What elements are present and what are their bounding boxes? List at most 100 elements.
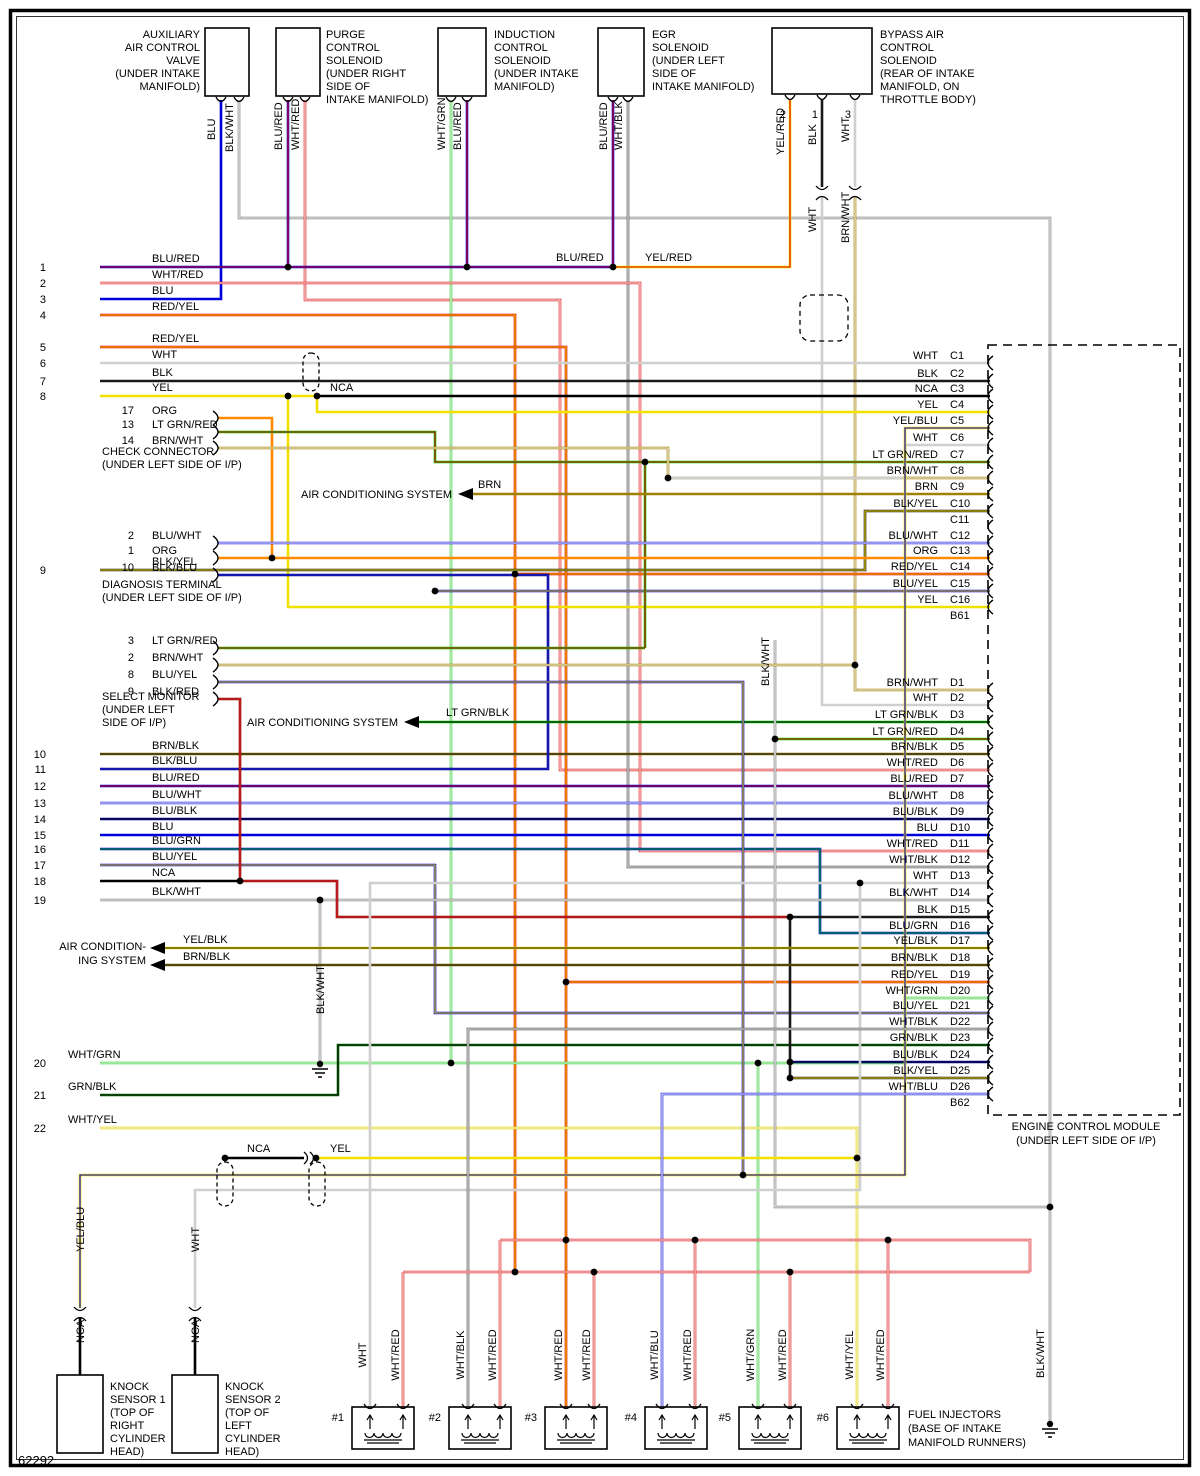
row-number-12: 12: [34, 781, 46, 793]
row-number-21: 21: [34, 1090, 46, 1102]
row-label-16: BLU/GRN: [152, 835, 201, 847]
select-monitor-pin-bracket: [212, 657, 219, 673]
egr-solenoid-box: [597, 27, 645, 97]
ecm-pin-id-C12: C12: [950, 530, 970, 542]
wire-stripe-select9-blkred-d15: [218, 698, 790, 918]
ecm-pin-id-C14: C14: [950, 561, 970, 573]
ecm-pin-arc-C5: [987, 420, 994, 436]
row-label-10: BRN/BLK: [152, 740, 200, 752]
egr-solenoid-label: EGR: [652, 29, 676, 41]
ecm-pin-arc-C11: [987, 519, 994, 535]
component-terminal-arc-0: [215, 96, 227, 103]
injector-terminal-arc: [881, 1403, 895, 1410]
arrow-icon-0: [458, 488, 473, 500]
induction-control-solenoid-label: SOLENOID: [494, 55, 551, 67]
inline-connector-arc-a-1: [848, 185, 862, 191]
ecm-pin-id-D1: D1: [950, 677, 964, 689]
wire-stripe-aux-blkwht-ground: [238, 100, 1051, 1424]
ecm-pin-arc-D4: [987, 731, 994, 747]
check-connector-pin-bracket: [212, 410, 219, 426]
ecm-pin-id-D23: D23: [950, 1032, 970, 1044]
ecm-pin-arc-D21: [987, 1005, 994, 1021]
component-terminal-arc-3: [299, 96, 311, 103]
ecm-pin-id-C1: C1: [950, 350, 964, 362]
purge-control-solenoid-label: PURGE: [326, 29, 365, 41]
ecm-pin-arc-D14: [987, 892, 994, 908]
float-label-22: BLU/RED: [598, 102, 610, 150]
injector-arrow: [691, 1413, 699, 1429]
ecm-pin-color-D10: BLU: [917, 822, 938, 834]
injector-arrow: [853, 1413, 861, 1429]
ecm-pin-id-C3: C3: [950, 383, 964, 395]
injector-wire-label: WHT/GRN: [745, 1329, 757, 1382]
float-label-30: BLK/WHT: [315, 965, 327, 1014]
ecm-pin-id-D18: D18: [950, 952, 970, 964]
ecm-pin-arc-D1: [987, 682, 994, 698]
select-monitor-pin-number: 3: [128, 635, 134, 647]
injector-terminal-arc: [461, 1403, 475, 1410]
injector-wire-label: WHT: [357, 1342, 369, 1367]
ecm-pin-arc-C1: [987, 355, 994, 371]
egr-solenoid-label: SOLENOID: [652, 42, 709, 54]
ecm-pin-color-C5: YEL/BLU: [893, 415, 938, 427]
junction-dot-14: [786, 1074, 794, 1082]
ecm-pin-arc-C9: [987, 486, 994, 502]
row-label-4: RED/YEL: [152, 301, 199, 313]
wire-d13-wht-inj1: [368, 881, 990, 1407]
component-terminal-arc-6: [607, 96, 619, 103]
select-monitor-pin-number: 2: [128, 652, 134, 664]
row-number-9: 9: [40, 565, 46, 577]
ecm-pin-color-D4: LT GRN/RED: [872, 726, 938, 738]
auxiliary-air-control-valve-box: [204, 27, 250, 97]
ecm-pin-id-D12: D12: [950, 854, 970, 866]
junction-dot-0: [284, 263, 292, 271]
ecm-pin-color-D22: WHT/BLK: [889, 1016, 939, 1028]
wire-ks2-wht: [193, 883, 862, 1308]
row-number-7: 7: [40, 376, 46, 388]
ecm-pin-color-D18: BRN/BLK: [891, 952, 939, 964]
knock-sensor-1-label: SENSOR 1: [110, 1394, 166, 1406]
row-label-20: WHT/GRN: [68, 1049, 121, 1061]
nca-yel-connector: [303, 1151, 315, 1165]
ecm-pin-arc-D18: [987, 957, 994, 973]
injector-terminal-arc: [850, 1403, 864, 1410]
ecm-pin-color-D2: WHT: [913, 692, 938, 704]
ecm-pin-arc-C14: [987, 566, 994, 582]
ecm-pin-id-C10: C10: [950, 498, 970, 510]
row-number-13: 13: [34, 798, 46, 810]
ecm-pin-color-D19: RED/YEL: [891, 969, 938, 981]
ecm-pin-color-C14: RED/YEL: [891, 561, 938, 573]
ecm-pin-arc-C8: [987, 470, 994, 486]
row-number-22: 22: [34, 1123, 46, 1135]
injector-wire-label: WHT/RED: [682, 1329, 694, 1380]
injector-arrow: [786, 1413, 794, 1429]
select-monitor-pin-color: BRN/WHT: [152, 652, 204, 664]
wire-stripe-d26-whtblu-inj4: [661, 1093, 990, 1407]
injector-terminal-arc: [396, 1403, 410, 1410]
ecm-pin-id-C4: C4: [950, 399, 964, 411]
ecm-pin-id-C11: C11: [950, 514, 969, 526]
row-number-20: 20: [34, 1058, 46, 1070]
ecm-pin-id-C9: C9: [950, 481, 964, 493]
knock-sensor-1-label: RIGHT: [110, 1420, 145, 1432]
ecm-box: [987, 344, 1181, 1116]
wire-stripe-bypass-yelred-row1: [613, 100, 791, 268]
injector-box-#2: [448, 1406, 512, 1450]
ecm-pin-arc-D9: [987, 811, 994, 827]
diagnosis-terminal-pin-bracket: [212, 550, 219, 566]
row-label-8: YEL: [152, 382, 173, 394]
wire-stripe-row16-blugrn-d16: [100, 848, 990, 934]
row-label-18: NCA: [152, 867, 176, 879]
ecm-pin-arc-D15: [987, 909, 994, 925]
ecm-pin-color-D21: BLU/YEL: [893, 1000, 938, 1012]
knock-sensor-2-box: [171, 1374, 219, 1454]
arrow-icon-2: [150, 942, 165, 954]
wire-stripe-blkwht-vert: [774, 640, 1050, 1208]
row-label-7: BLK: [152, 367, 173, 379]
injector-wire-label: WHT/BLK: [455, 1330, 467, 1380]
purge-control-solenoid-label: SOLENOID: [326, 55, 383, 67]
ecm-pin-color-C9: BRN: [915, 481, 938, 493]
diagnosis-terminal-pin-color: BLU/WHT: [152, 530, 202, 542]
row-label-12: BLU/RED: [152, 772, 200, 784]
bypass-air-control-solenoid-label: (REAR OF INTAKE: [880, 68, 975, 80]
